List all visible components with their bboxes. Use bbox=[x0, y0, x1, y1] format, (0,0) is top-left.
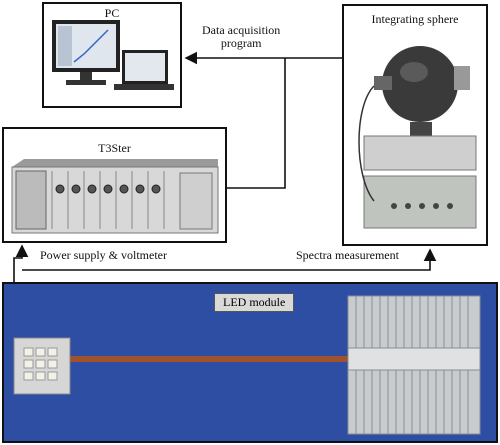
pc-illustration bbox=[52, 20, 174, 90]
sphere-box: Integrating sphere bbox=[342, 4, 488, 246]
sphere-stand bbox=[410, 122, 432, 136]
screen-panel bbox=[58, 26, 72, 66]
line-t3ster-to-pc bbox=[227, 58, 286, 189]
data-acquisition-label: Data acquisition program bbox=[202, 23, 281, 50]
connector bbox=[55, 184, 65, 194]
spectrometer-upper bbox=[363, 135, 477, 171]
pc-label: PC bbox=[104, 6, 120, 20]
connector bbox=[135, 184, 145, 194]
sphere-highlight bbox=[400, 62, 428, 82]
spectrometer-lower bbox=[363, 175, 477, 229]
copper-rod bbox=[62, 356, 362, 362]
cable bbox=[358, 85, 375, 202]
sphere-illustration bbox=[358, 46, 477, 229]
led-module-label: LED module bbox=[214, 293, 295, 312]
monitor-base bbox=[66, 80, 106, 85]
led-module-illustration bbox=[13, 295, 481, 435]
sphere bbox=[382, 46, 458, 122]
t3ster-illustration bbox=[11, 159, 219, 234]
monitor-neck bbox=[80, 72, 92, 80]
connector bbox=[87, 184, 97, 194]
connector bbox=[151, 184, 161, 194]
module-slots bbox=[51, 171, 165, 229]
sphere-label: Integrating sphere bbox=[371, 12, 459, 26]
connector bbox=[71, 184, 81, 194]
laptop-screen bbox=[125, 53, 165, 81]
input-modules bbox=[55, 184, 161, 194]
connector bbox=[119, 184, 129, 194]
sphere-port-right bbox=[454, 66, 470, 90]
spectra-label: Spectra measurement bbox=[296, 248, 399, 262]
heatsink-base bbox=[347, 347, 481, 371]
power-module bbox=[179, 172, 213, 230]
sphere-port-left bbox=[374, 76, 392, 90]
screen-curve bbox=[73, 29, 109, 63]
module-main bbox=[15, 170, 47, 230]
t3ster-box: T3Ster bbox=[2, 127, 227, 243]
pc-box: PC bbox=[42, 2, 182, 108]
spectrometer-connectors bbox=[391, 203, 453, 209]
laptop-base bbox=[114, 84, 174, 90]
arrow-power-supply bbox=[13, 244, 29, 282]
t3ster-label: T3Ster bbox=[98, 141, 131, 155]
power-supply-label: Power supply & voltmeter bbox=[40, 248, 167, 262]
led-chips bbox=[23, 347, 58, 381]
connector bbox=[103, 184, 113, 194]
chassis-top bbox=[12, 159, 218, 167]
led-module-panel: LED module bbox=[2, 282, 498, 443]
